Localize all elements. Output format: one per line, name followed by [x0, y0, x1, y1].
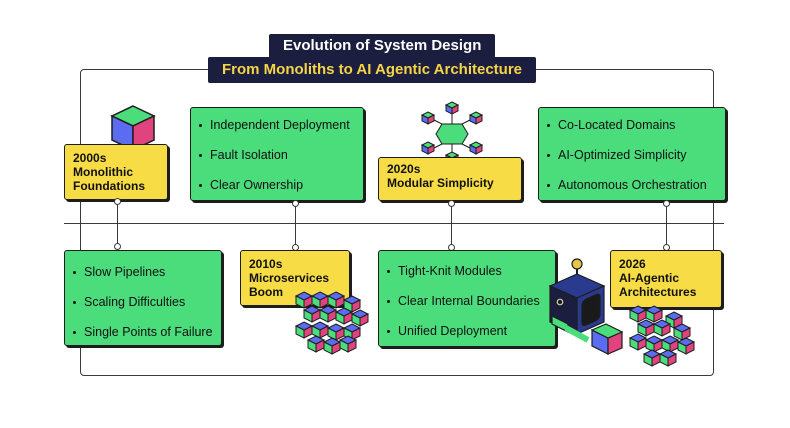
- connector-node: [292, 200, 299, 207]
- list-item: Fault Isolation: [199, 140, 363, 170]
- era-name: AI-Agentic Architectures: [619, 271, 697, 299]
- era-name: Microservices Boom: [249, 271, 330, 299]
- single-cube-icon: [110, 105, 156, 152]
- connector-node: [448, 200, 455, 207]
- connector: [451, 203, 452, 249]
- connector: [666, 203, 667, 249]
- list-item: Clear Ownership: [199, 170, 363, 200]
- era-2000s-label: 2000s Monolithic Foundations: [64, 144, 168, 200]
- era-2010s-points: Independent Deployment Fault Isolation C…: [190, 107, 364, 201]
- subtitle-banner: From Monoliths to AI Agentic Architectur…: [208, 57, 537, 83]
- list-item: Co-Located Domains: [547, 110, 725, 140]
- list-item: Single Points of Failure: [73, 317, 221, 347]
- list-item: Scaling Difficulties: [73, 287, 221, 317]
- era-2026-points: Co-Located Domains AI-Optimized Simplici…: [538, 107, 726, 201]
- connector: [117, 200, 118, 248]
- list-item: Independent Deployment: [199, 110, 363, 140]
- list-item: Tight-Knit Modules: [387, 256, 555, 286]
- connector: [295, 203, 296, 249]
- era-2026-label: 2026 AI-Agentic Architectures: [610, 250, 722, 308]
- era-name: Monolithic Foundations: [73, 165, 145, 193]
- robot-icon: [548, 258, 624, 355]
- list-item: Slow Pipelines: [73, 257, 221, 287]
- era-name: Modular Simplicity: [387, 176, 494, 190]
- cube-cluster-icon: [294, 291, 369, 355]
- list-item: AI-Optimized Simplicity: [547, 140, 725, 170]
- connector-node: [114, 243, 121, 250]
- era-2020s-label: 2020s Modular Simplicity: [378, 157, 522, 201]
- list-item: Unified Deployment: [387, 316, 555, 346]
- connector-node: [663, 200, 670, 207]
- era-year: 2020s: [387, 162, 421, 176]
- hexagon-ring-icon: [421, 101, 483, 165]
- connector-node: [114, 198, 121, 205]
- list-item: Autonomous Orchestration: [547, 170, 725, 200]
- era-2000s-points: Slow Pipelines Scaling Difficulties Sing…: [64, 250, 222, 346]
- timeline-axis: [64, 223, 724, 224]
- title-banner: Evolution of System Design: [269, 34, 496, 58]
- era-year: 2010s: [249, 257, 283, 271]
- era-year: 2000s: [73, 151, 107, 165]
- list-item: Clear Internal Boundaries: [387, 286, 555, 316]
- cube-stack-icon: [628, 305, 695, 367]
- era-year: 2026: [619, 257, 646, 271]
- era-2020s-points: Tight-Knit Modules Clear Internal Bounda…: [378, 250, 556, 347]
